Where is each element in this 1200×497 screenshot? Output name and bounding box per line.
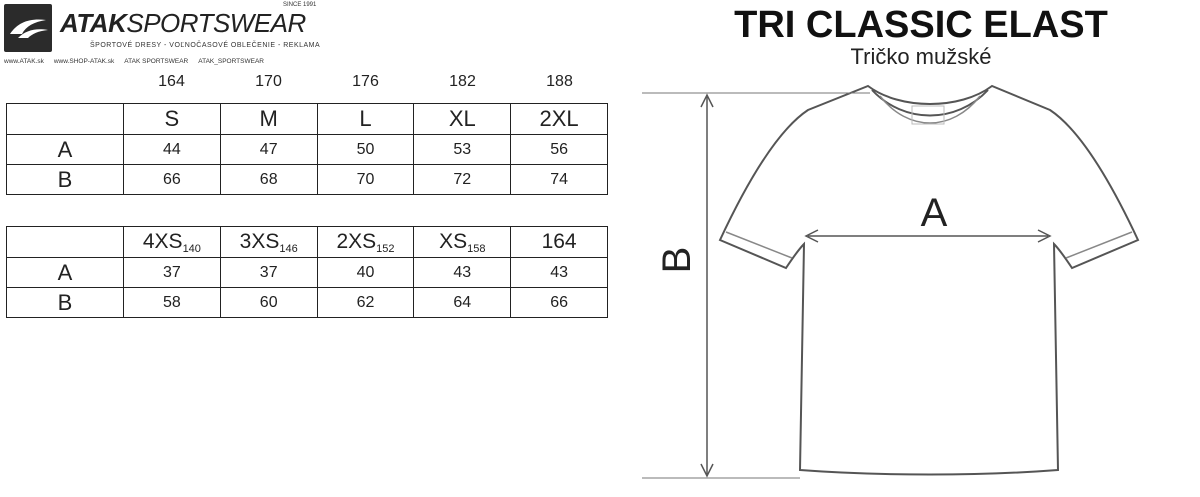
tshirt-diagram: A B bbox=[642, 84, 1140, 479]
sleeve-hem-left bbox=[725, 231, 793, 259]
size-cell: 2XS152 bbox=[316, 226, 415, 258]
brand-tagline: ŠPORTOVÉ DRESY - VOĽNOČASOVÉ OBLEČENIE -… bbox=[90, 42, 321, 49]
neck-label-tag bbox=[911, 105, 945, 125]
value-cell: 44 bbox=[123, 134, 221, 165]
size-cell: L bbox=[316, 103, 415, 135]
value-cell: 47 bbox=[219, 134, 318, 165]
product-title: TRI CLASSIC ELAST bbox=[734, 4, 1108, 46]
table-header-row: 4XS140 3XS146 2XS152 XS158 164 bbox=[6, 226, 608, 258]
row-label: B bbox=[6, 164, 124, 195]
size-cell: S bbox=[123, 103, 221, 135]
size-cell: XS158 bbox=[413, 226, 512, 258]
product-subtitle: Tričko mužské bbox=[850, 44, 992, 69]
label-a: A bbox=[921, 191, 948, 235]
value-cell: 40 bbox=[316, 257, 415, 288]
value-cell: 50 bbox=[316, 134, 415, 165]
value-cell: 68 bbox=[219, 164, 318, 195]
size-height: 158 bbox=[467, 242, 486, 255]
size-cell: 164 bbox=[510, 226, 608, 258]
value-cell: 66 bbox=[123, 164, 221, 195]
a-arrow-left bbox=[804, 229, 819, 243]
row-label: A bbox=[6, 134, 124, 165]
b-arrow-bottom bbox=[700, 463, 714, 478]
size-table-adult: S M L XL 2XL A 44 47 50 53 56 B 66 68 70… bbox=[6, 103, 608, 195]
size-name: 164 bbox=[541, 229, 577, 253]
size-height: 146 bbox=[279, 242, 298, 255]
value-cell: 70 bbox=[316, 164, 415, 195]
table-row: B 58 60 62 64 66 bbox=[6, 287, 608, 318]
contact-instagram: ATAK_SPORTSWEAR bbox=[198, 57, 264, 65]
value-cell: 37 bbox=[219, 257, 318, 288]
brand-logo-icon bbox=[4, 4, 52, 52]
size-table-youth: 4XS140 3XS146 2XS152 XS158 164 A 37 37 4… bbox=[6, 226, 608, 318]
contact-facebook: ATAK SPORTSWEAR bbox=[124, 57, 189, 65]
height-label: 164 bbox=[158, 73, 185, 90]
size-height: 152 bbox=[376, 242, 395, 255]
brand-name: ATAKSPORTSWEAR bbox=[60, 8, 306, 39]
row-label: B bbox=[6, 287, 124, 318]
brand-name-bold: ATAK bbox=[60, 8, 127, 38]
contact-shop: www.SHOP-ATAK.sk bbox=[53, 57, 115, 65]
value-cell: 43 bbox=[510, 257, 608, 288]
size-name: 2XS bbox=[336, 229, 377, 253]
table-row: B 66 68 70 72 74 bbox=[6, 164, 608, 195]
table-corner-cell bbox=[6, 103, 124, 135]
b-arrow-top bbox=[700, 93, 714, 108]
brand-since: SINCE 1991 bbox=[283, 2, 317, 8]
row-label: A bbox=[6, 257, 124, 288]
value-cell: 60 bbox=[219, 287, 318, 318]
value-cell: 72 bbox=[413, 164, 512, 195]
table-header-row: S M L XL 2XL bbox=[6, 103, 608, 135]
size-name: XS bbox=[439, 229, 468, 253]
size-height: 140 bbox=[182, 242, 201, 255]
size-name: 3XS bbox=[239, 229, 280, 253]
value-cell: 37 bbox=[123, 257, 221, 288]
size-cell: 4XS140 bbox=[123, 226, 221, 258]
table-row: A 44 47 50 53 56 bbox=[6, 134, 608, 165]
label-b: B bbox=[655, 247, 699, 274]
height-label: 182 bbox=[449, 73, 476, 90]
value-cell: 62 bbox=[316, 287, 415, 318]
value-cell: 53 bbox=[413, 134, 512, 165]
height-label: 176 bbox=[352, 73, 379, 90]
brand-contacts: www.ATAK.sk www.SHOP-ATAK.sk ATAK SPORTS… bbox=[4, 55, 324, 67]
table-row: A 37 37 40 43 43 bbox=[6, 257, 608, 288]
value-cell: 56 bbox=[510, 134, 608, 165]
table-corner-cell bbox=[6, 226, 124, 258]
height-label: 188 bbox=[546, 73, 573, 90]
height-label: 170 bbox=[255, 73, 282, 90]
value-cell: 66 bbox=[510, 287, 608, 318]
tshirt-collar-inner bbox=[879, 95, 981, 124]
size-cell: 2XL bbox=[510, 103, 608, 135]
table1-heights: 164 170 176 182 188 bbox=[123, 73, 608, 93]
sleeve-hem-right bbox=[1065, 231, 1133, 259]
value-cell: 58 bbox=[123, 287, 221, 318]
size-cell: XL bbox=[413, 103, 512, 135]
a-arrow-right bbox=[1037, 229, 1052, 243]
tshirt-outline bbox=[718, 84, 1140, 476]
value-cell: 64 bbox=[413, 287, 512, 318]
value-cell: 43 bbox=[413, 257, 512, 288]
size-name: 4XS bbox=[142, 229, 183, 253]
size-cell: 3XS146 bbox=[219, 226, 318, 258]
value-cell: 74 bbox=[510, 164, 608, 195]
size-cell: M bbox=[219, 103, 318, 135]
brand-name-light: SPORTSWEAR bbox=[126, 8, 306, 38]
contact-web: www.ATAK.sk bbox=[4, 57, 44, 65]
